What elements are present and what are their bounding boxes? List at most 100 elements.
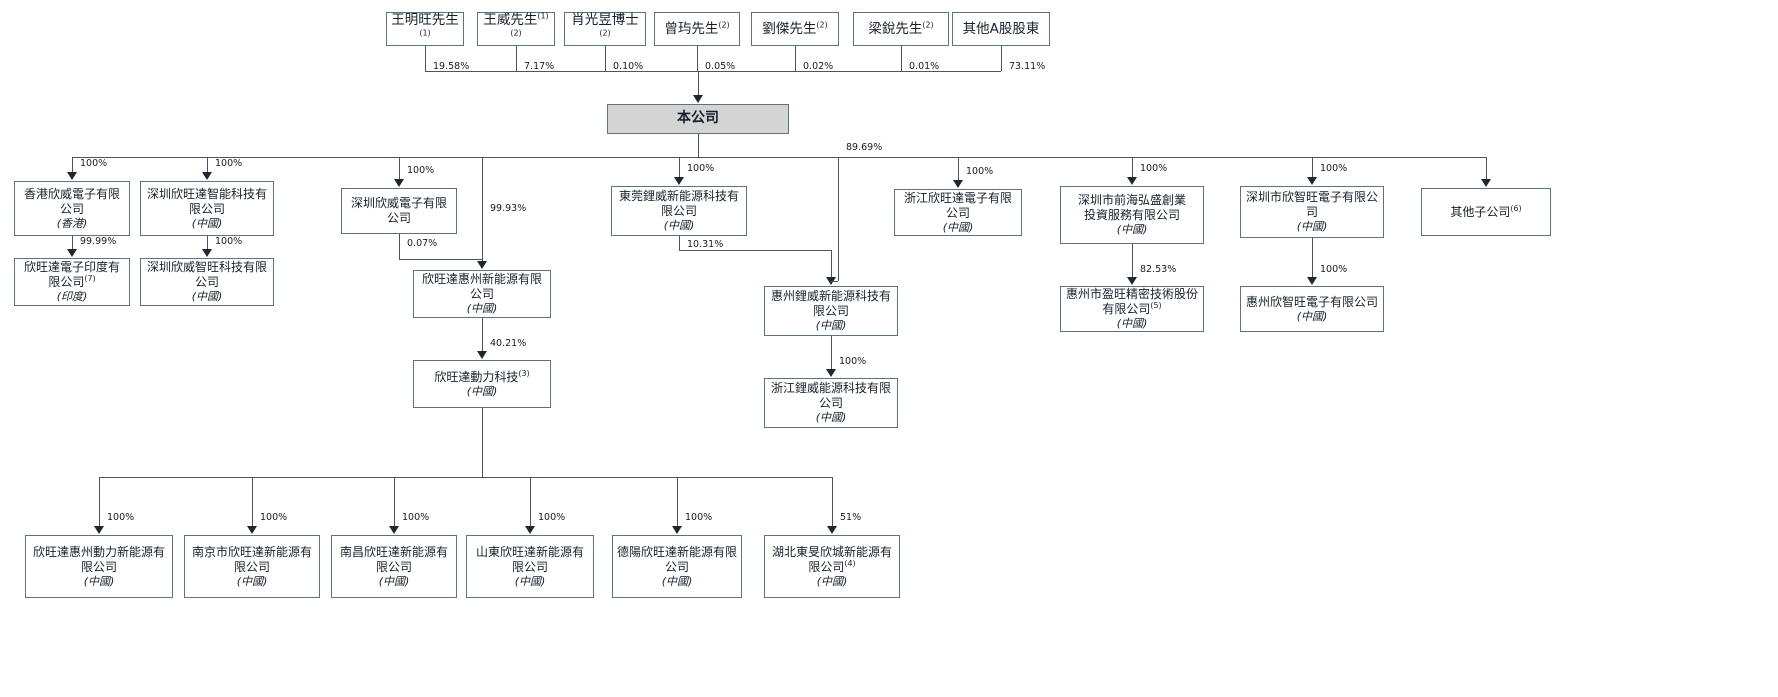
company-box-nc-xwd[interactable]: 南昌欣旺達新能源有限公司(中國) [331,535,457,598]
edge-szxwd-szxwzw [207,236,208,250]
company-box-sz-xinwei[interactable]: 深圳欣威電子有限公司 [341,188,457,234]
arrow-xwdhz-power [477,351,487,359]
bottom-pct-dy-xwd: 100% [685,512,713,523]
level2-stem-other-subs [1486,157,1487,180]
shareholder-box-6[interactable]: 其他A股股東 [952,12,1050,46]
pct-szxw-xwdhz: 0.07% [407,238,438,249]
box-name: 南京市欣旺達新能源有限公司 [191,544,312,574]
company-box-hz-yingwang[interactable]: 惠州市盈旺精密技術股份有限公司(5)(中國) [1060,286,1204,332]
company-box-xwd-india[interactable]: 欣旺達電子印度有限公司(7)(印度) [14,258,130,306]
company-box-sz-xinzhiwang[interactable]: 深圳市欣智旺電子有限公司(中國) [1240,186,1384,238]
company-box-sz-qianhai[interactable]: 深圳市前海弘盛創業投資服務有限公司(中國) [1060,186,1204,244]
level2-arrow-other-subs [1481,179,1491,187]
box-country: (中國) [1296,309,1328,323]
company-box-sz-xwzw[interactable]: 深圳欣威智旺科技有限公司(中國) [140,258,274,306]
edge-szxzw-hzxzw [1312,238,1313,278]
company-box-hb-dongcheng[interactable]: 湖北東旻欣城新能源有限公司(4)(中國) [764,535,900,598]
company-box-sz-xwd-intel[interactable]: 深圳欣旺達智能科技有限公司(中國) [140,181,274,236]
box-country: (中國) [236,574,268,588]
pct-root-xwdhz: 99.93% [490,203,527,214]
company-box-root[interactable]: 本公司 [607,104,789,134]
box-country: (中國) [466,302,498,316]
box-name: 香港欣威電子有限公司 [23,186,120,216]
box-name: 其他A股股東 [962,20,1040,37]
edge-dg-hz-h [679,250,831,251]
company-box-zhejiang-liwei[interactable]: 浙江鋰威能源科技有限公司(中國) [764,378,898,428]
box-name: 惠州欣智旺電子有限公司 [1245,294,1378,309]
company-box-dg-liwei[interactable]: 東莞鋰威新能源科技有限公司(中國) [611,186,747,236]
edge-root-hzliwei-h [831,281,838,282]
shareholder-pct-5: 0.01% [909,61,940,72]
shareholder-box-1[interactable]: 王威先生(1)(2) [477,12,555,46]
company-box-zj-xwd[interactable]: 浙江欣旺達電子有限公司(中國) [894,189,1022,236]
box-name: 深圳市欣智旺電子有限公司 [1245,190,1378,220]
pct-hk-india: 99.99% [80,236,117,247]
shareholder-stem-1 [516,46,517,71]
edge-root-hzliwei [838,157,839,281]
company-box-xwd-huizhou-newenergy[interactable]: 欣旺達惠州新能源有限公司(中國) [413,270,551,318]
box-name: 東莞鋰威新能源科技有限公司 [618,189,739,219]
shareholder-box-5[interactable]: 梁銳先生(2) [853,12,949,46]
level2-pct-sz-xinzhiwang: 100% [1320,163,1348,174]
box-name: 深圳欣威電子有限公司 [350,196,447,225]
company-box-hz-xinzhiwang[interactable]: 惠州欣智旺電子有限公司(中國) [1240,286,1384,332]
level2-stem-sz-qianhai [1132,157,1133,178]
edge-szxw-xwdhz-v [399,234,400,259]
arrow-hzliwei-zjliwei [826,369,836,377]
box-country: (中國) [815,319,847,333]
level2-stem-zj-xwd [958,157,959,181]
shareholder-box-0[interactable]: 王明旺先生(1) [386,12,464,46]
arrow-szxwd-szxwzw [202,249,212,257]
level2-stem-hk-xinwei [72,157,73,173]
box-name: 德陽欣旺達新能源有限公司 [617,544,738,574]
edge-dg-hz-v1 [679,236,680,250]
pct-xwdhz-power: 40.21% [490,338,527,349]
box-name: 劉傑先生(2) [762,20,828,37]
bottom-stem-nj-xwd [252,477,253,527]
shareholder-pct-0: 19.58% [433,61,470,72]
edge-qianhai-yingwang [1132,244,1133,278]
box-name: 欣旺達惠州動力新能源有限公司 [32,544,165,574]
company-box-dy-xwd[interactable]: 德陽欣旺達新能源有限公司(中國) [612,535,742,598]
box-country: (中國) [815,411,847,425]
level2-stem [698,134,699,157]
box-name: 欣旺達電子印度有限公司(7) [23,260,120,290]
shareholder-stem-4 [795,46,796,71]
level2-arrow-sz-xinzhiwang [1307,177,1317,185]
bottom-arrow-nc-xwd [389,526,399,534]
company-box-hk-xinwei[interactable]: 香港欣威電子有限公司(香港) [14,181,130,236]
level2-bus [72,157,1486,158]
company-box-sd-xwd[interactable]: 山東欣旺達新能源有限公司(中國) [466,535,594,598]
bottom-stem-nc-xwd [394,477,395,527]
box-country: (香港) [56,216,88,230]
box-country: (中國) [663,219,695,233]
box-country: (中國) [191,290,223,304]
company-box-xwd-power[interactable]: 欣旺達動力科技(3)(中國) [413,360,551,408]
pct-hzliwei-zjliwei: 100% [839,356,867,367]
shareholder-pct-3: 0.05% [705,61,736,72]
box-name: 惠州鋰威新能源科技有限公司 [770,289,891,319]
bottom-stem-dy-xwd [677,477,678,527]
bottom-arrow-dy-xwd [672,526,682,534]
level2-stem-dg-liwei [679,157,680,178]
company-box-other-subs[interactable]: 其他子公司(6) [1421,188,1551,236]
shareholder-pct-6: 73.11% [1009,61,1046,72]
level2-pct-sz-xwd-intel: 100% [215,158,243,169]
box-name: 欣旺達動力科技(3) [434,368,530,384]
company-box-hz-liwei[interactable]: 惠州鋰威新能源科技有限公司(中國) [764,286,898,336]
bottom-pct-sd-xwd: 100% [538,512,566,523]
company-box-hz-power[interactable]: 欣旺達惠州動力新能源有限公司(中國) [25,535,173,598]
box-country: (中國) [1116,223,1148,237]
arrow-hk-india [67,249,77,257]
shareholder-box-2[interactable]: 肖光昱博士(2) [564,12,646,46]
shareholder-stem-6 [1001,46,1002,71]
bottom-bus [99,477,832,478]
bottom-pct-nj-xwd: 100% [260,512,288,523]
box-name: 山東欣旺達新能源有限公司 [475,544,584,574]
edge-hk-india [72,236,73,250]
shareholder-box-4[interactable]: 劉傑先生(2) [751,12,839,46]
pct-qianhai-yingwang: 82.53% [1140,264,1177,275]
edge-dg-hz-v2 [831,250,832,278]
company-box-nj-xwd[interactable]: 南京市欣旺達新能源有限公司(中國) [184,535,320,598]
shareholder-box-3[interactable]: 曾玙先生(2) [654,12,740,46]
